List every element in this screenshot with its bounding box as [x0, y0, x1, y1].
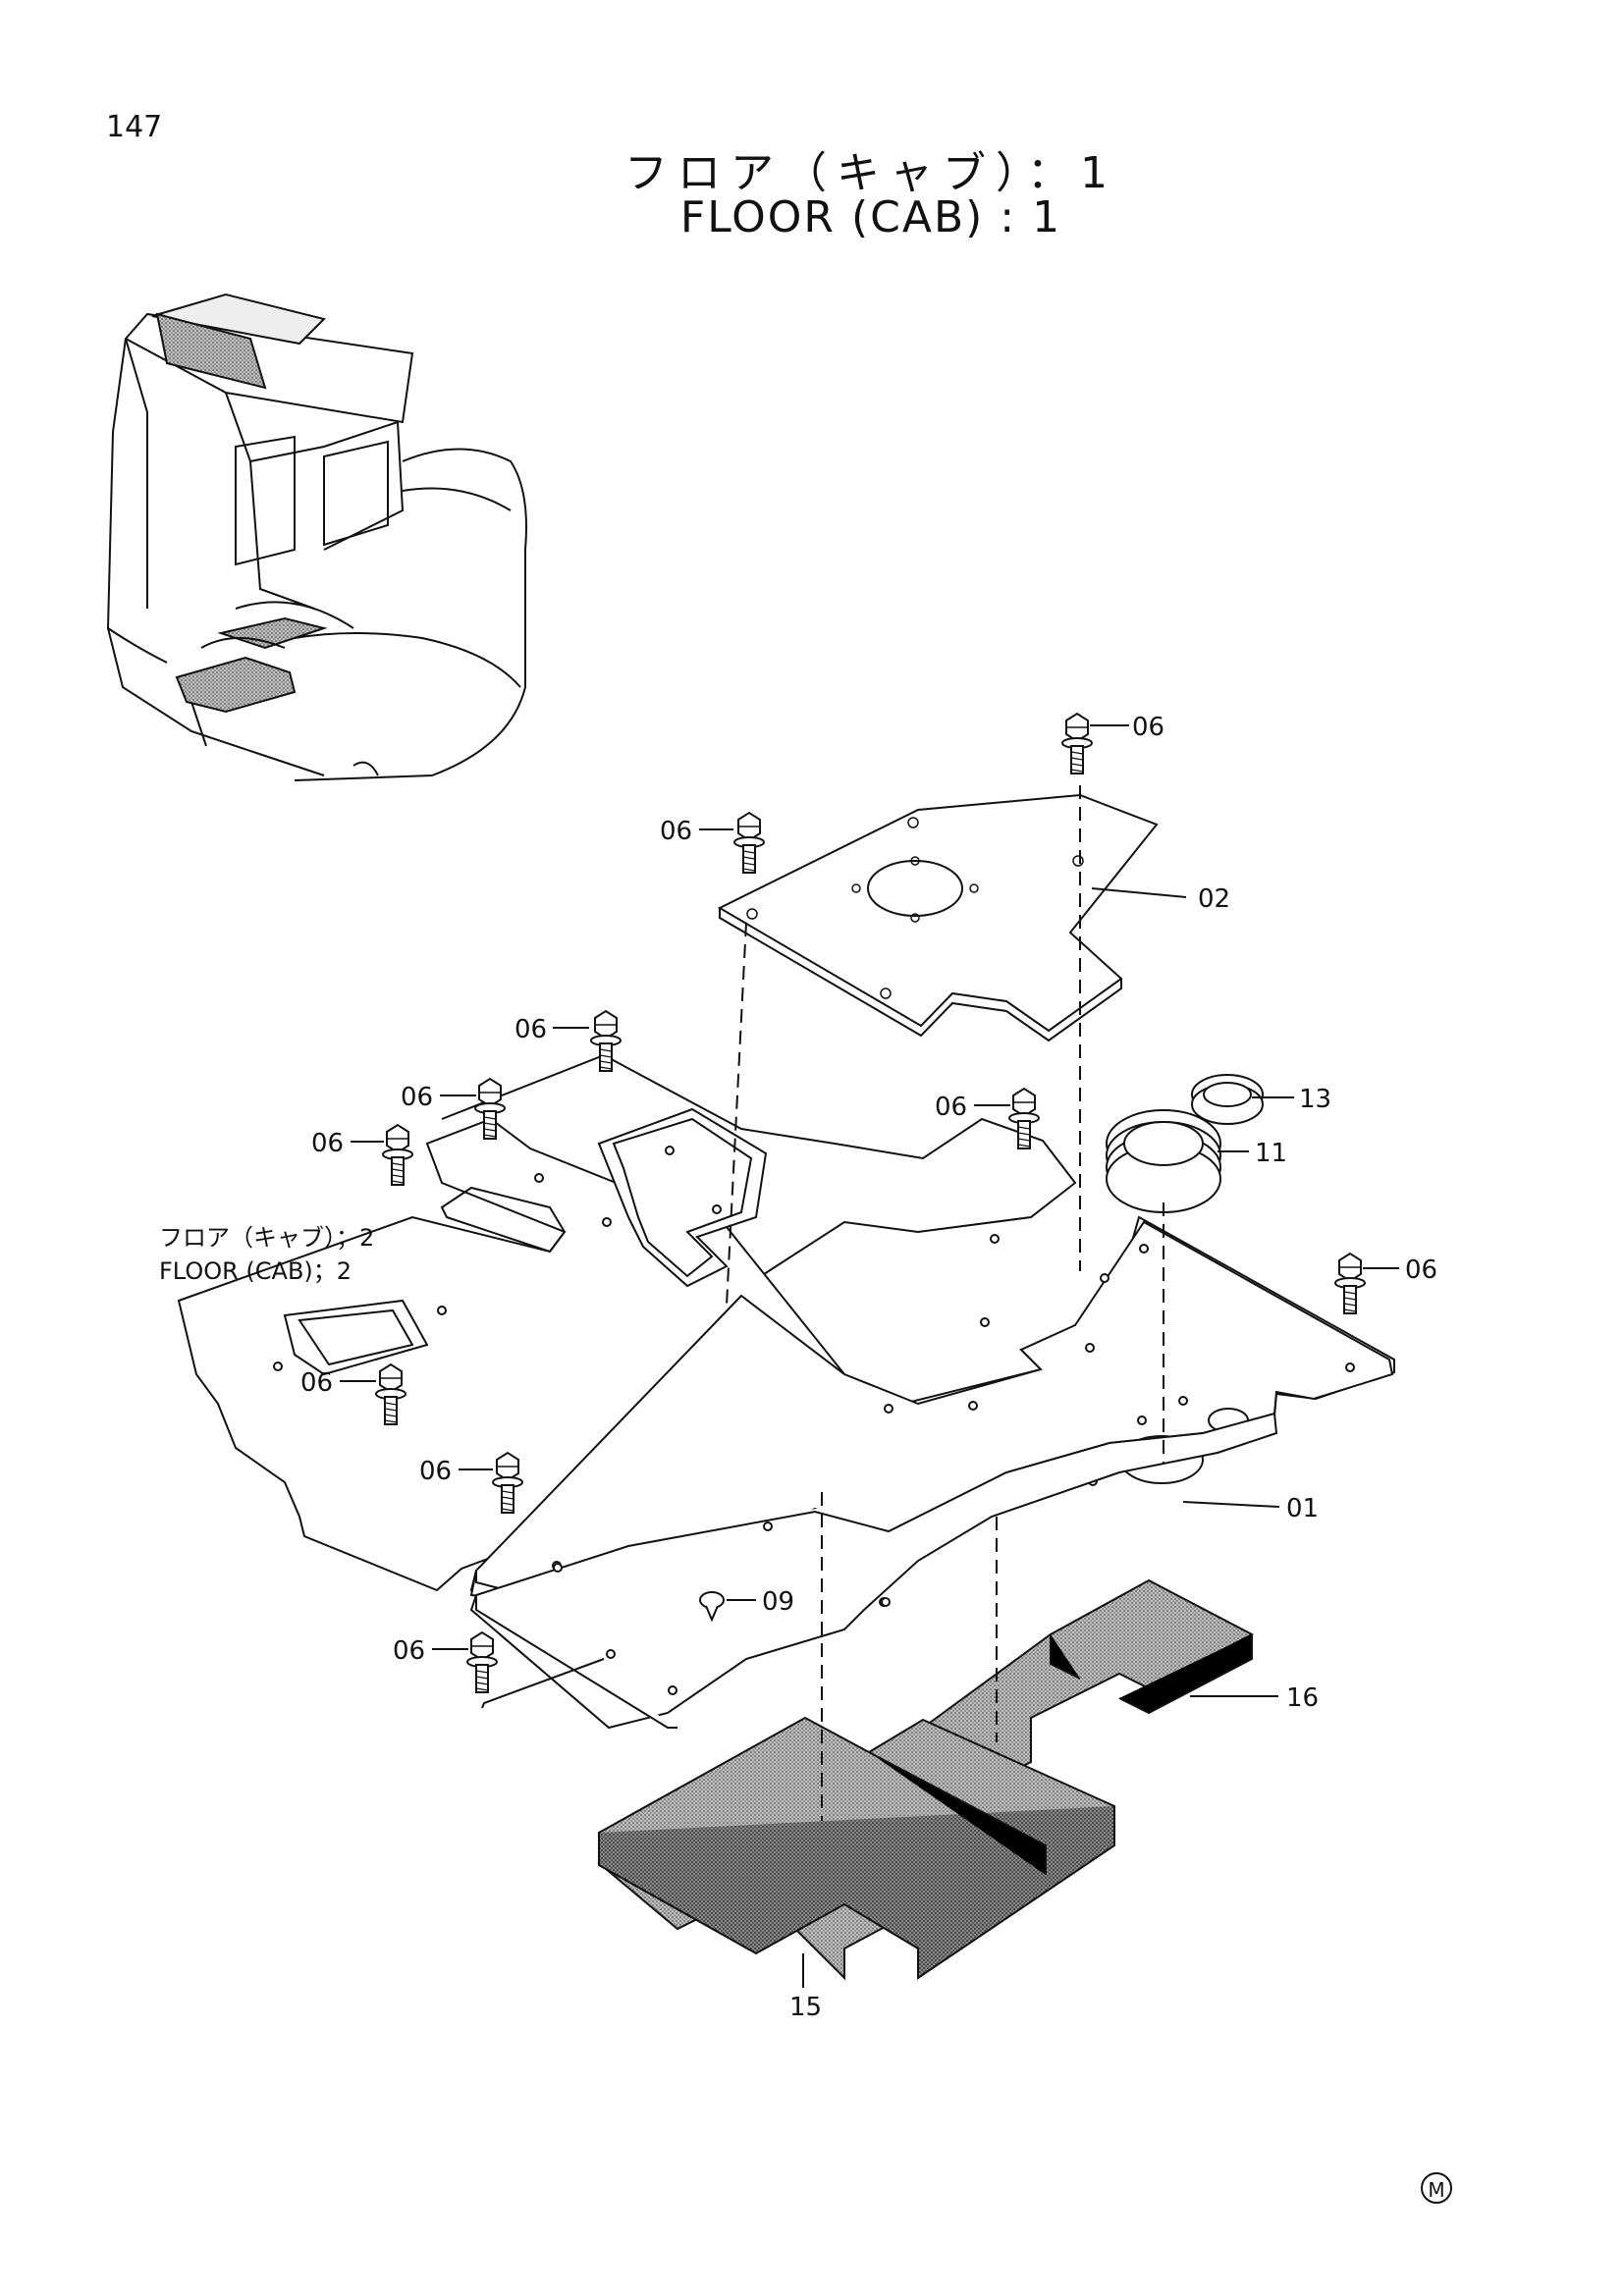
mat-15: [598, 1716, 1115, 1981]
callout-06-floor-left-1: 06: [401, 1083, 433, 1112]
clip-09: [699, 1591, 725, 1623]
alignment-lines: [726, 785, 1164, 1821]
callout-06-ref-floor: 06: [300, 1368, 333, 1398]
callout-06-floor-low: 06: [419, 1457, 452, 1486]
title-english: FLOOR (CAB) : 1: [679, 192, 1062, 242]
reference-label-jp: フロア（キャブ）；2: [159, 1224, 374, 1252]
callout-13: 13: [1299, 1085, 1331, 1114]
callout-06-floor-right: 06: [1405, 1255, 1437, 1285]
floor-plate-01: [177, 1053, 1395, 1696]
callout-16: 16: [1286, 1683, 1319, 1713]
seal-11: [1106, 1109, 1221, 1213]
page-number: 147: [106, 110, 163, 144]
callout-06-floor-top: 06: [514, 1015, 547, 1044]
title-japanese: フロア（キャブ）：1: [624, 148, 1117, 198]
callout-06-top: 06: [1132, 713, 1164, 742]
manufacturer-mark: M: [1421, 2172, 1452, 2204]
callout-06-bottom: 06: [393, 1636, 425, 1666]
callout-01: 01: [1286, 1494, 1319, 1523]
callout-06-floor-center: 06: [935, 1093, 967, 1122]
callout-09: 09: [762, 1587, 794, 1617]
floor-plate-lower: [469, 1412, 1278, 1730]
plate-02: [717, 793, 1159, 1042]
callout-06-floor-left-2: 06: [311, 1129, 344, 1158]
callout-11: 11: [1255, 1139, 1287, 1168]
callout-02: 02: [1198, 884, 1230, 914]
seal-13: [1191, 1074, 1264, 1125]
excavator-cab-overview: [106, 293, 527, 781]
reference-label-en: FLOOR (CAB)；2: [159, 1257, 352, 1285]
leader-lines: [340, 724, 1399, 1988]
callout-15: 15: [789, 1993, 822, 2022]
callout-06-plate02: 06: [660, 817, 692, 846]
